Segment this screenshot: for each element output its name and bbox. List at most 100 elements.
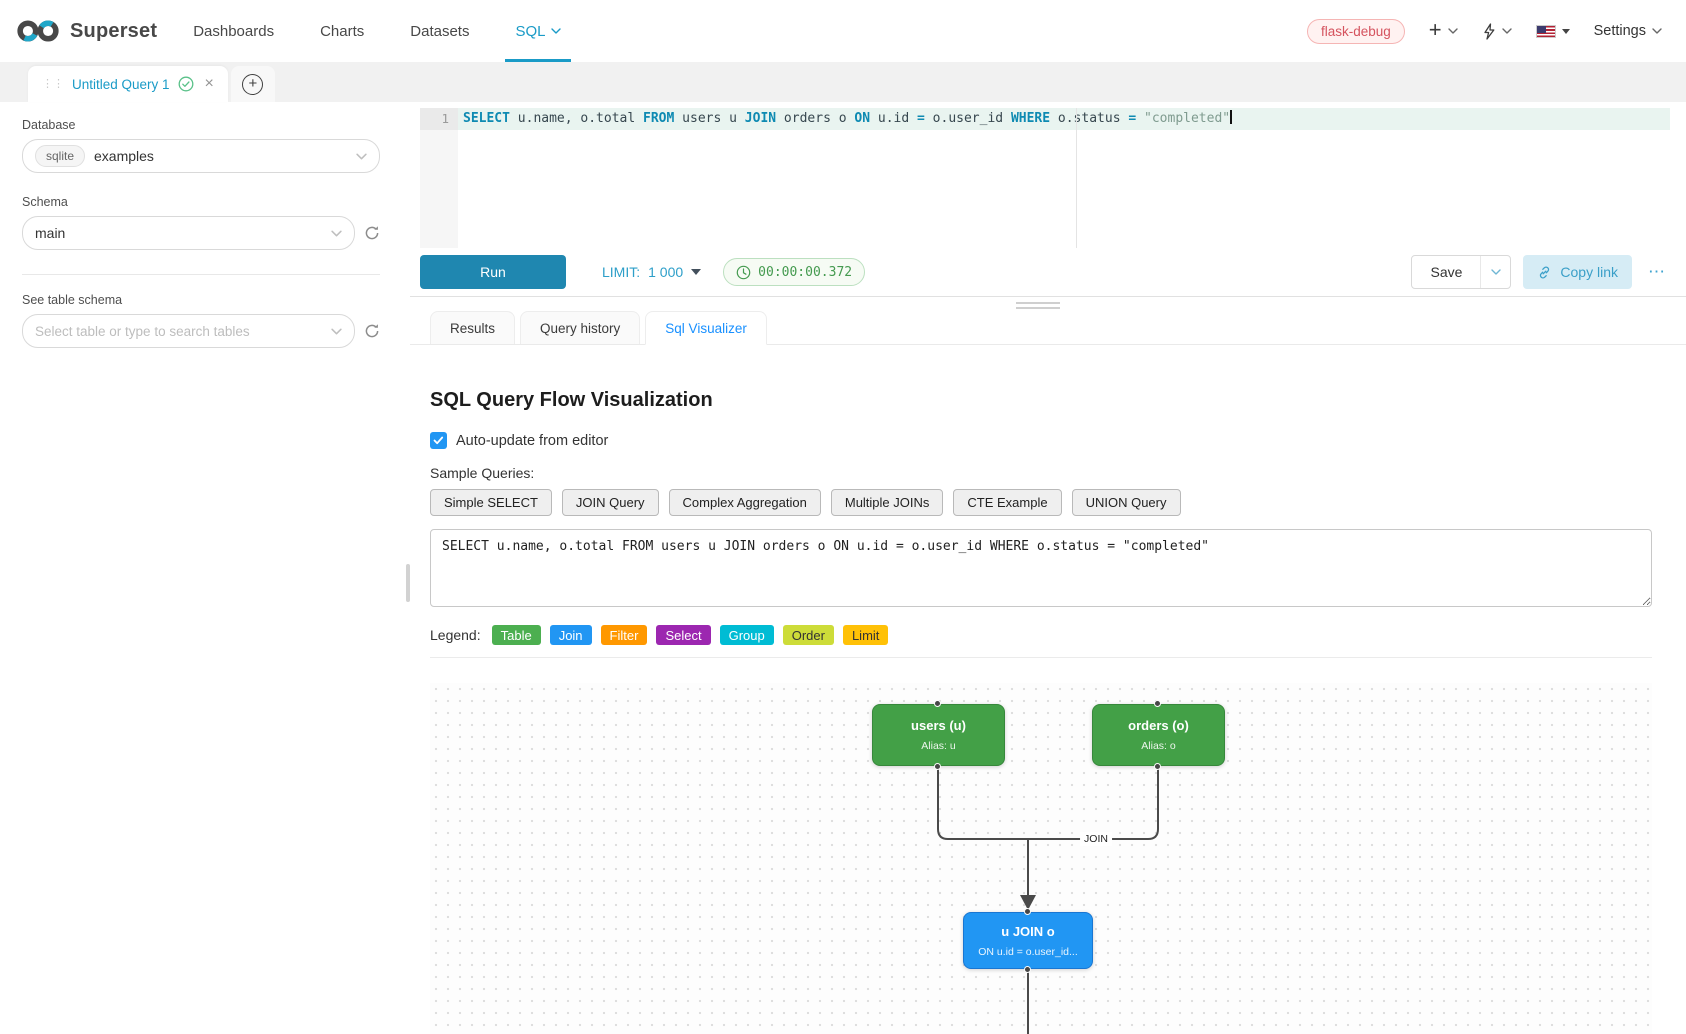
limit-dropdown[interactable]: LIMIT: 1 000 <box>602 264 702 280</box>
sample-query-button-complex-aggregation[interactable]: Complex Aggregation <box>668 489 821 516</box>
chevron-down-icon <box>356 153 367 159</box>
node-handle[interactable] <box>1154 763 1161 770</box>
sidebar-divider <box>22 274 380 275</box>
legend-badge-select: Select <box>656 625 711 645</box>
copy-link-button[interactable]: Copy link <box>1523 255 1632 289</box>
superset-brand[interactable]: Superset <box>16 0 157 62</box>
checkbox-checked-icon[interactable] <box>430 432 447 449</box>
schema-value: main <box>35 225 66 241</box>
legend-badge-order: Order <box>782 625 834 645</box>
editor-gutter: 1 <box>420 108 458 248</box>
language-picker[interactable] <box>1535 24 1570 38</box>
legend-label: Legend: <box>430 627 481 643</box>
close-tab-icon[interactable]: × <box>204 75 214 92</box>
new-item-button[interactable]: + <box>1428 16 1458 42</box>
panel-tab-sql-visualizer[interactable]: Sql Visualizer <box>645 311 767 345</box>
sample-query-button-union-query[interactable]: UNION Query <box>1071 489 1181 516</box>
nav-item-sql[interactable]: SQL <box>505 0 572 62</box>
node-handle[interactable] <box>934 763 941 770</box>
auto-update-checkbox-row[interactable]: Auto-update from editor <box>430 432 1652 449</box>
plus-circle-icon: + <box>242 73 264 95</box>
node-handle[interactable] <box>1023 966 1031 973</box>
node-subtitle: ON u.id = o.user_id... <box>978 946 1078 958</box>
auto-update-label: Auto-update from editor <box>456 432 609 449</box>
new-query-tab-button[interactable]: + <box>230 66 275 102</box>
flow-node-join[interactable]: u JOIN o ON u.id = o.user_id... <box>963 908 1093 973</box>
table-select-placeholder: Select table or type to search tables <box>35 323 250 339</box>
link-icon <box>1540 266 1550 278</box>
node-subtitle: Alias: u <box>921 740 956 752</box>
limit-label: LIMIT: <box>602 264 641 280</box>
timer-value: 00:00:00.372 <box>758 264 853 280</box>
limit-value: 1 000 <box>648 264 684 280</box>
flow-node-users[interactable]: users (u) Alias: u <box>872 700 1005 770</box>
save-menu-button[interactable] <box>1480 256 1510 288</box>
query-tabstrip: ⋮⋮ Untitled Query 1 × + <box>0 62 1686 102</box>
flow-canvas[interactable]: JOIN users (u) Alias: u orders (o) Alias… <box>430 683 1652 1034</box>
query-tab-untitled-query-1[interactable]: ⋮⋮ Untitled Query 1 × <box>28 66 228 102</box>
legend-badge-limit: Limit <box>842 625 889 645</box>
sql-code-line[interactable]: SELECT u.name, o.total FROM users u JOIN… <box>458 108 1670 130</box>
save-button[interactable]: Save <box>1430 264 1463 280</box>
flow-node-orders[interactable]: orders (o) Alias: o <box>1092 700 1225 770</box>
node-title: u JOIN o <box>1001 924 1055 939</box>
chevron-down-icon <box>331 328 342 334</box>
line-number: 1 <box>420 108 458 130</box>
node-title: orders (o) <box>1128 718 1189 733</box>
table-schema-label: See table schema <box>22 293 123 307</box>
node-handle[interactable] <box>934 700 941 707</box>
database-label: Database <box>22 118 76 132</box>
sqllab-sidebar: Database sqlite examples Schema main <box>0 102 410 1034</box>
sidebar-resize-handle[interactable] <box>406 564 410 602</box>
pane-divider <box>410 296 1686 309</box>
legend-badge-group: Group <box>719 625 774 645</box>
node-subtitle: Alias: o <box>1141 740 1176 752</box>
drag-handle-icon[interactable]: ⋮⋮ <box>42 77 64 90</box>
sample-query-button-cte-example[interactable]: CTE Example <box>953 489 1062 516</box>
settings-label: Settings <box>1593 23 1646 39</box>
nav-item-datasets[interactable]: Datasets <box>410 22 470 40</box>
schema-select[interactable]: main <box>22 216 355 250</box>
database-engine-tag: sqlite <box>35 145 86 167</box>
sql-editor[interactable]: 1 SELECT u.name, o.total FROM users u JO… <box>420 108 1670 248</box>
visualizer-title: SQL Query Flow Visualization <box>430 389 713 411</box>
legend-badge-filter: Filter <box>600 625 648 645</box>
arrowhead-icon <box>1020 895 1036 910</box>
save-button-group: Save <box>1411 255 1512 289</box>
refresh-tables-icon[interactable] <box>364 323 380 339</box>
legend-badge-table: Table <box>491 625 541 645</box>
environment-tag: flask-debug <box>1306 18 1405 44</box>
chevron-down-icon <box>331 230 342 236</box>
query-timer: 00:00:00.372 <box>723 258 866 286</box>
nav-item-charts[interactable]: Charts <box>320 22 365 40</box>
chevron-down-icon <box>1491 269 1501 275</box>
sample-query-button-simple-select[interactable]: Simple SELECT <box>430 489 552 516</box>
node-handle[interactable] <box>1154 700 1161 707</box>
sample-query-button-join-query[interactable]: JOIN Query <box>561 489 659 516</box>
editor-toolbar: Run LIMIT: 1 000 00:00:00.372 Save <box>410 248 1686 296</box>
database-value: examples <box>94 148 154 164</box>
brand-name: Superset <box>70 19 158 42</box>
run-button[interactable]: Run <box>420 255 566 289</box>
settings-menu[interactable]: Settings <box>1594 23 1662 39</box>
panel-tab-query-history[interactable]: Query history <box>520 311 641 344</box>
query-tab-title: Untitled Query 1 <box>72 76 170 92</box>
plus-icon: + <box>1428 16 1442 42</box>
nav-item-dashboards[interactable]: Dashboards <box>193 22 275 40</box>
more-actions-button[interactable]: ⋯ <box>1648 262 1666 281</box>
pane-resize-handle[interactable] <box>1016 302 1060 312</box>
chevron-down-icon <box>1447 28 1458 34</box>
visualizer-sql-input[interactable]: SELECT u.name, o.total FROM users u JOIN… <box>430 529 1652 607</box>
print-margin-ruler <box>1076 108 1077 248</box>
refresh-schema-icon[interactable] <box>364 225 380 241</box>
database-select[interactable]: sqlite examples <box>22 139 380 173</box>
saved-check-icon <box>178 76 193 92</box>
sample-query-button-multiple-joins[interactable]: Multiple JOINs <box>830 489 944 516</box>
panel-tab-results[interactable]: Results <box>430 311 516 344</box>
text-cursor <box>1230 110 1232 124</box>
table-select[interactable]: Select table or type to search tables <box>22 314 355 348</box>
query-search-menu[interactable] <box>1482 22 1512 40</box>
sample-query-buttons: Simple SELECT JOIN Query Complex Aggregati… <box>430 489 1652 516</box>
node-handle[interactable] <box>1023 908 1031 915</box>
